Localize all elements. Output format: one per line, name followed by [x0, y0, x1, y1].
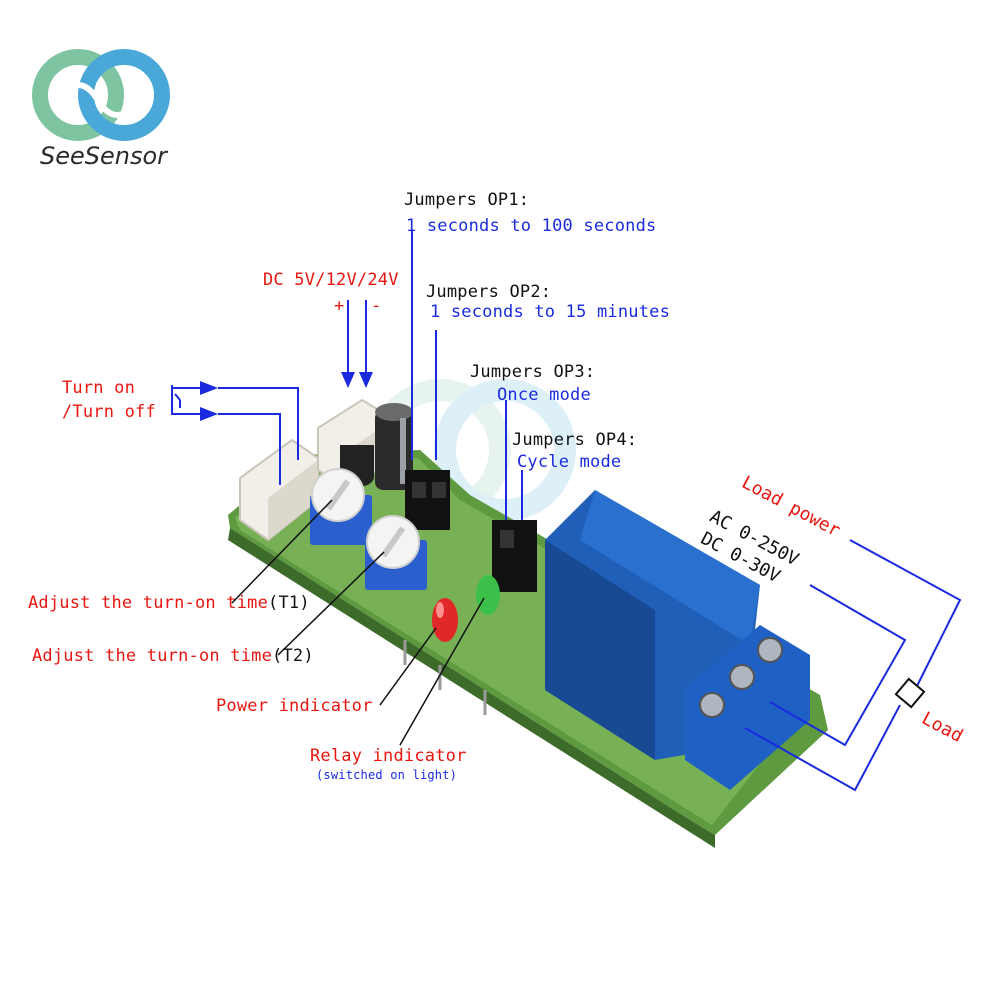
power-led	[432, 598, 458, 642]
power-plus-label: +	[334, 296, 345, 316]
t2-suffix: (T2)	[272, 646, 314, 666]
op2-title: Jumpers OP2:	[426, 282, 552, 302]
power-wires	[347, 300, 367, 372]
power-voltage-label: DC 5V/12V/24V	[263, 270, 399, 290]
op-wires	[411, 230, 523, 520]
turn-wires	[171, 385, 299, 485]
pointer-lines	[231, 499, 485, 746]
t1-text: Adjust the turn-on time	[28, 593, 269, 613]
relay-indicator-note: (switched on light)	[316, 768, 458, 782]
brand-name: SeeSensor	[40, 142, 168, 170]
op2-desc: 1 seconds to 15 minutes	[430, 302, 671, 322]
load-symbol	[894, 677, 926, 709]
potentiometer-t1	[310, 468, 372, 545]
potentiometer-t2	[365, 515, 427, 590]
turn-on-label: Turn on	[62, 378, 136, 398]
load-wires	[744, 539, 962, 792]
op1-title: Jumpers OP1:	[404, 190, 530, 210]
t2-text: Adjust the turn-on time	[32, 646, 273, 666]
capacitor	[375, 403, 413, 490]
power-indicator-label: Power indicator	[216, 696, 373, 716]
jumper-op3-op4	[492, 520, 537, 592]
seesensor-logo-icon	[32, 49, 170, 141]
op4-title: Jumpers OP4:	[512, 430, 638, 450]
power-minus-label: -	[371, 296, 382, 316]
op3-desc: Once mode	[497, 385, 591, 405]
relay-indicator-label: Relay indicator	[310, 746, 467, 766]
relay-led	[476, 575, 500, 615]
op4-desc: Cycle mode	[517, 452, 622, 472]
turn-off-label: /Turn off	[62, 402, 156, 422]
op3-title: Jumpers OP3:	[470, 362, 596, 382]
screw-terminal	[685, 625, 810, 790]
t2-label: Adjust the turn-on time(T2)	[32, 646, 314, 666]
t1-suffix: (T1)	[268, 593, 310, 613]
trigger-connector	[239, 438, 319, 542]
op1-desc: 1 seconds to 100 seconds	[406, 216, 657, 236]
jumper-op1-op2	[405, 470, 450, 530]
t1-label: Adjust the turn-on time(T1)	[28, 593, 310, 613]
